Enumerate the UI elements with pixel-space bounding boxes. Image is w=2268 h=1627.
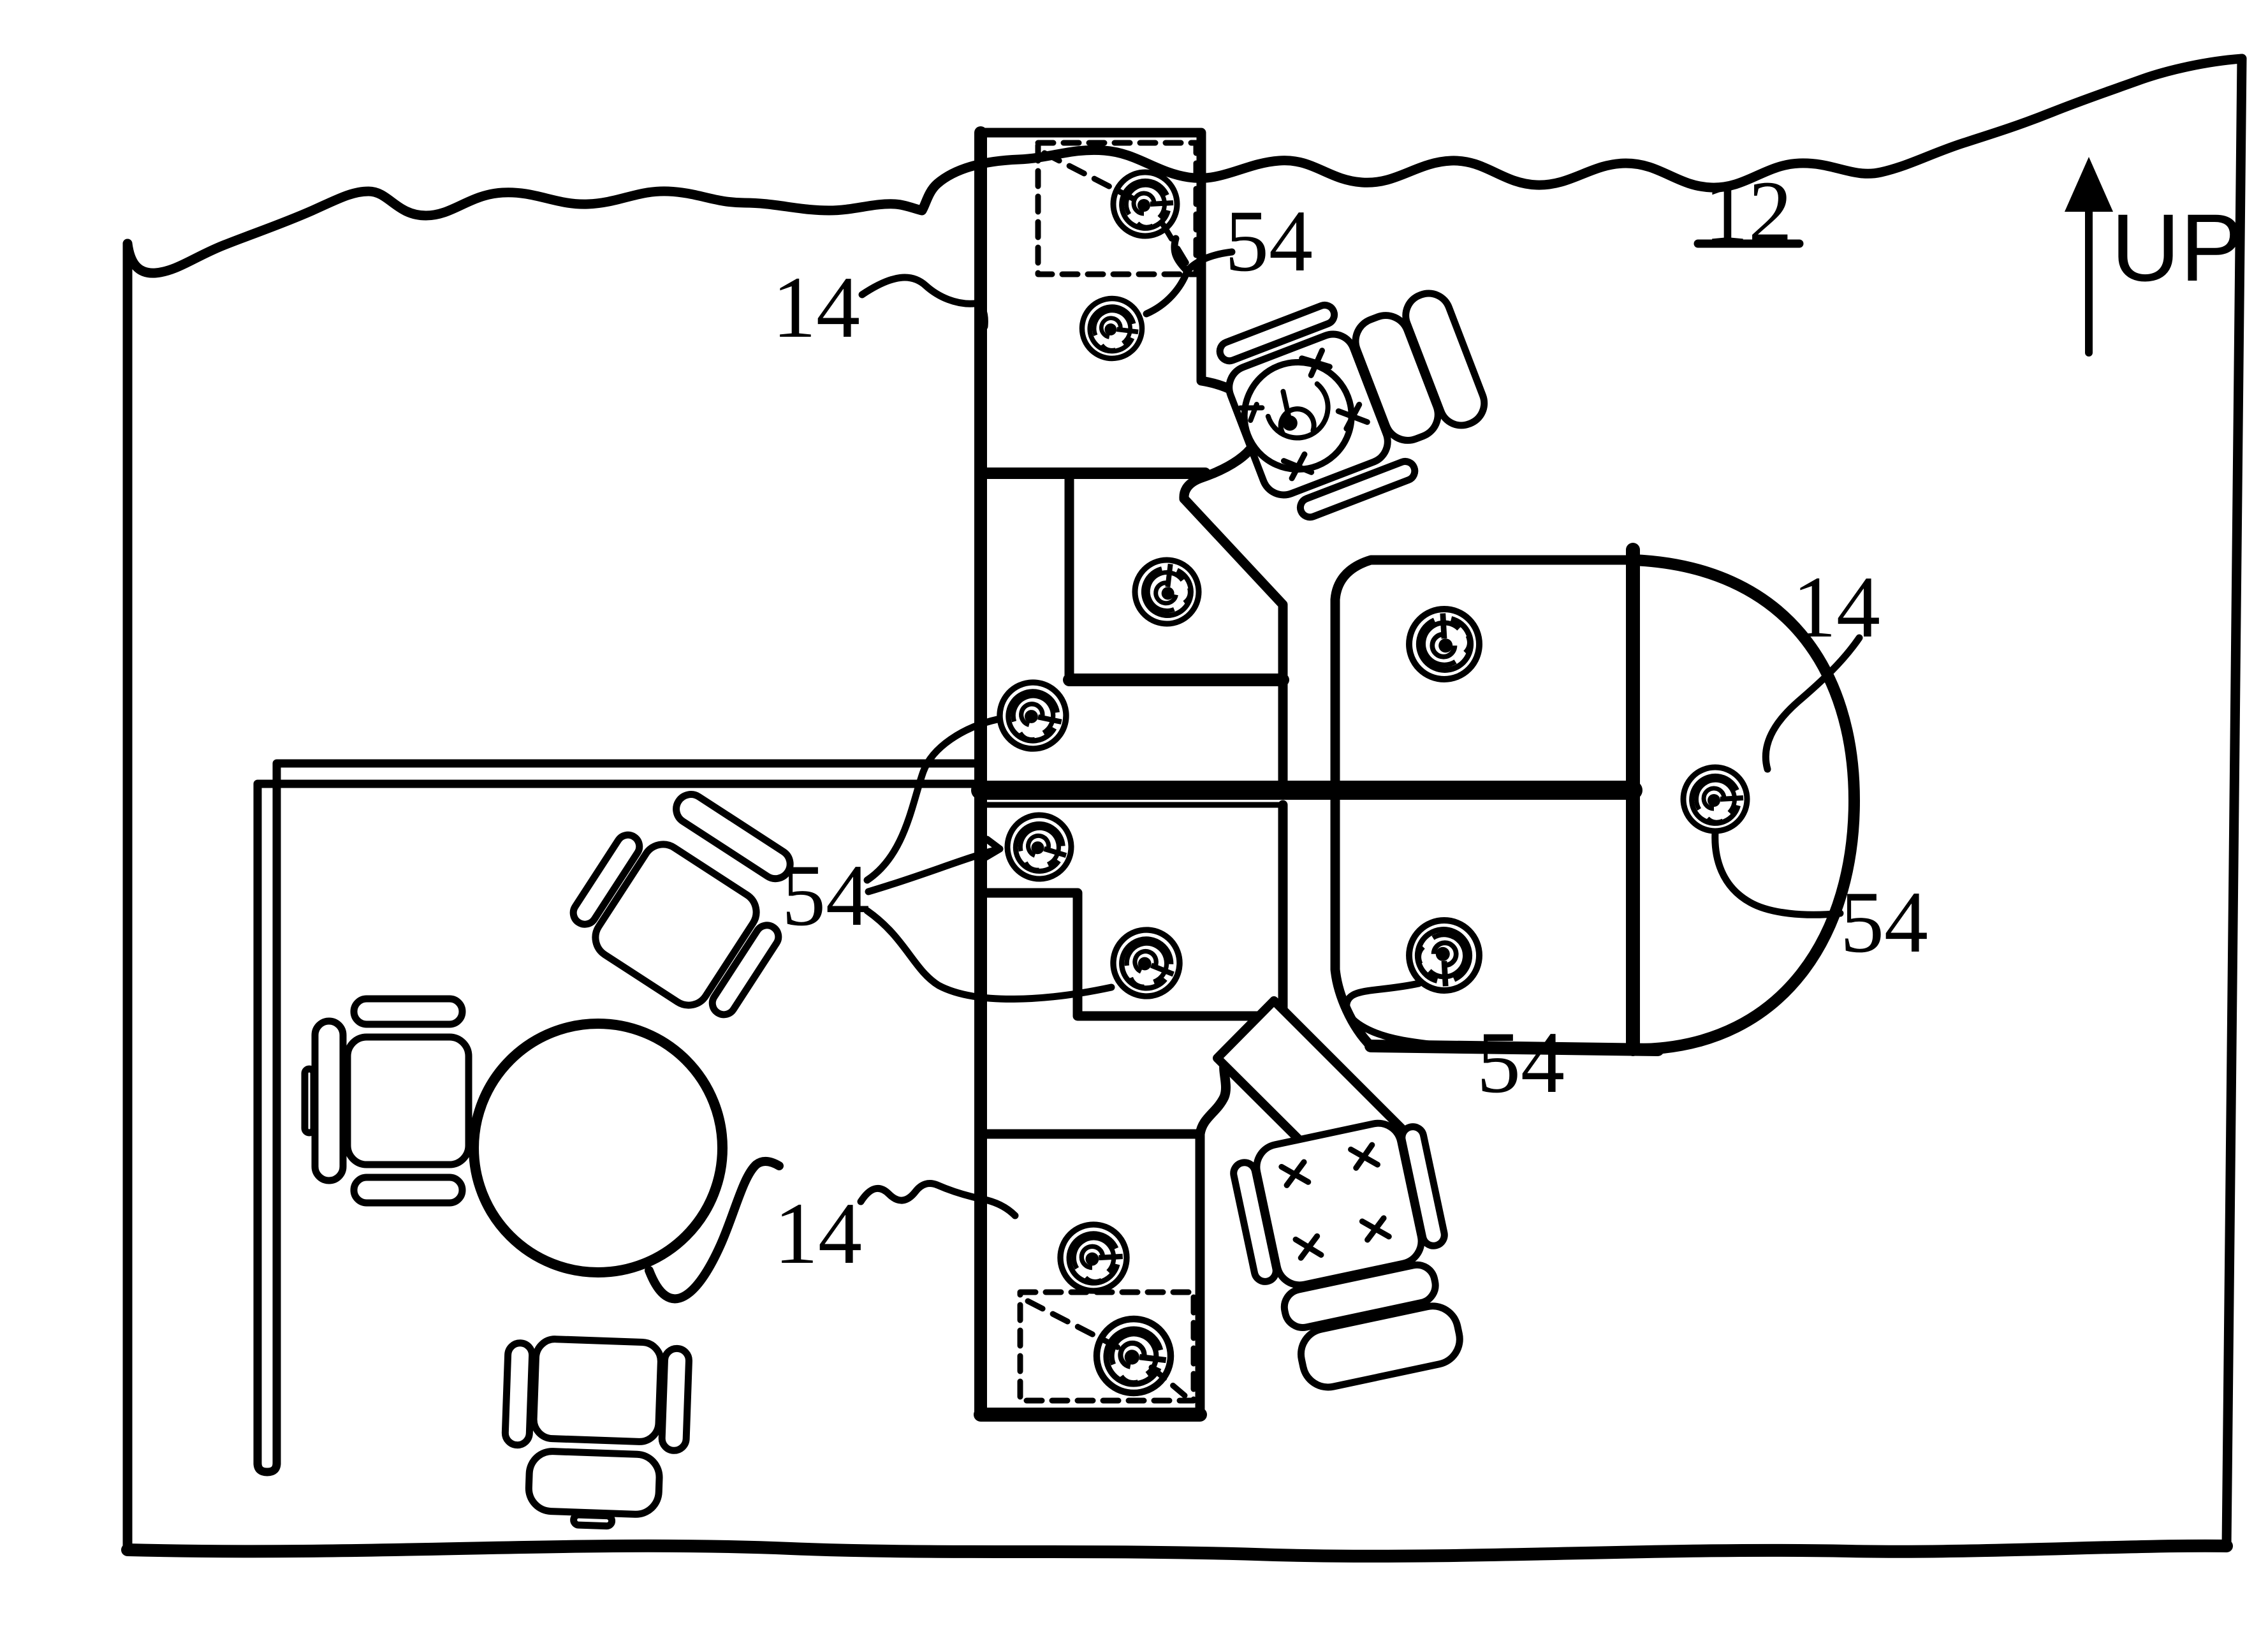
chair-backrest [1280,1261,1439,1331]
side-chair-south [501,1336,692,1530]
chair-armrest [350,1174,466,1207]
grommet [992,675,1073,756]
side-chair-north [569,791,794,1019]
chair-armrest [1216,301,1338,365]
leader-14-top [858,274,988,330]
room-border-bottom [121,1539,2233,1563]
side-chair-west [301,995,472,1207]
wall-outer-line [253,779,985,1468]
chair-backrest [311,1017,347,1184]
orientation-indicator: UP [2065,157,2244,357]
label-ref-54-bottom: 54 [1477,1013,1565,1111]
partition-wall [253,759,985,1476]
label-ref-14-top: 14 [772,258,860,356]
leader-54-bottom [1343,980,1470,1052]
leader-table-to-14 [645,1157,784,1304]
wall-end-cap [253,1459,281,1476]
desk-angled-outline [1064,468,1288,786]
desk-right-outline [1330,555,1638,1051]
chair-armrest [501,1339,536,1449]
grommet [1409,920,1479,990]
desk-bottom-outline [976,1129,1205,1420]
room-border-top-break-line [122,54,2247,278]
task-chairs [1216,290,1488,1391]
leader-14-right [1762,634,1863,773]
grommet [1102,919,1190,1007]
chair-armrest [350,995,466,1028]
grommet [1130,555,1204,629]
room-boundary [121,54,2247,1563]
meeting-area [301,791,794,1530]
up-arrow-head [2065,157,2113,212]
leader-14-bottom-wave [857,1180,1019,1219]
label-ref-14-right: 14 [1792,558,1880,656]
chair-seat [592,841,760,1009]
chair-backrest [673,791,794,883]
chair-seat [344,1033,472,1168]
desk-d-end-arc [1627,554,1860,1055]
label-ref-54-top: 54 [1225,192,1313,290]
desk-edge [1364,1040,1664,1056]
chair-backrest [525,1448,663,1518]
chair-armrest [569,831,643,928]
desk-lower-middle-outline [976,800,1288,1021]
chair-armrest [1296,457,1419,521]
leader-54-right [1711,828,1844,918]
wall-inner-line [272,759,985,1468]
task-chair-upper [1216,290,1488,521]
chair-seat [530,1336,664,1445]
grommet [1078,294,1147,364]
task-chair-lower [1230,1119,1463,1391]
chair-armrest [708,922,782,1019]
reference-labels: 12 UP 14 54 14 54 54 54 14 [645,157,2244,1304]
chair-armrest [658,1344,692,1454]
grommet [1113,172,1177,236]
leader-54-top [1143,235,1236,318]
stitch-marks [1280,348,1370,482]
grommet [1409,609,1479,679]
room-border-right [2221,54,2247,1551]
grommet [1683,767,1747,831]
leader-54-left [863,716,1115,1003]
chair-swivel [1241,358,1355,473]
grommet [1060,1225,1127,1291]
grommet [1091,1313,1176,1399]
stitch-marks [1278,1142,1392,1261]
chair-seat [1253,1119,1425,1289]
label-ref-54-left: 54 [782,846,870,944]
label-ref-14-bottom: 14 [774,1184,862,1282]
grommet [999,806,1080,888]
round-meeting-table [469,1019,728,1277]
chair-backrest [1297,1302,1463,1391]
label-ref-54-right: 54 [1840,873,1928,971]
label-up: UP [2111,194,2244,301]
